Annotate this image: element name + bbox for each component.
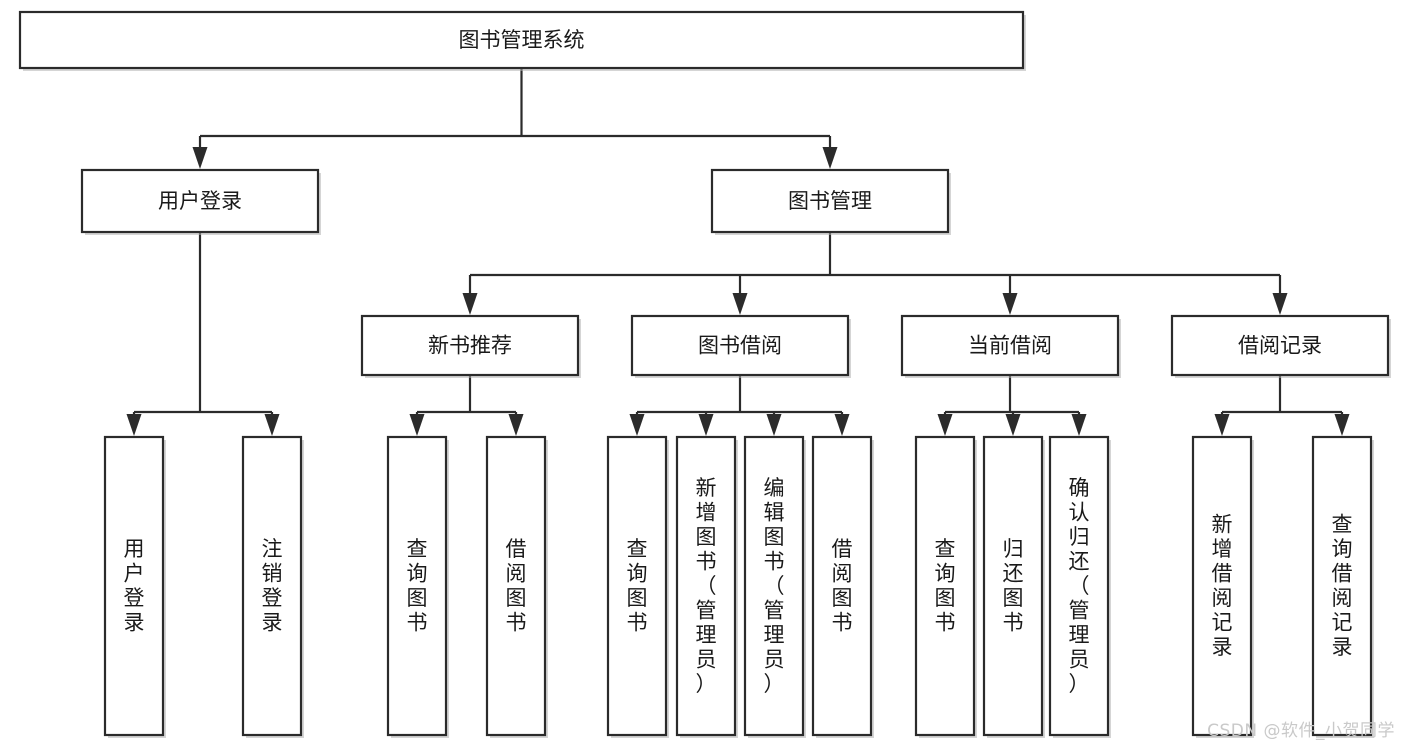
node-rect[interactable] — [360, 314, 580, 377]
arrow-head-icon — [409, 414, 425, 436]
arrow-head-icon — [1334, 414, 1350, 436]
node-label: 新书推荐 — [428, 334, 512, 358]
node-leaf-7[interactable]: 借阅图书 — [811, 435, 874, 738]
node-label: 图书管理 — [788, 189, 872, 213]
node-label: 查询图书 — [407, 537, 428, 635]
node-label: 查询图书 — [935, 537, 956, 635]
node-rect[interactable] — [811, 435, 873, 737]
node-rect[interactable] — [386, 435, 448, 737]
node-label: 图书借阅 — [698, 334, 782, 358]
node-rect[interactable] — [743, 435, 805, 737]
node-leaf-8[interactable]: 查询图书 — [914, 435, 977, 738]
node-label: 借阅图书 — [506, 537, 527, 635]
node-label: 归还图书 — [1003, 537, 1024, 635]
node-rect[interactable] — [1191, 435, 1253, 737]
node-root-图书管理系统[interactable]: 图书管理系统 — [18, 10, 1026, 71]
node-rect[interactable] — [630, 314, 850, 377]
connectors-layer — [126, 68, 1350, 436]
node-level2-1[interactable]: 图书管理 — [710, 168, 951, 235]
arrow-head-icon — [1272, 293, 1288, 315]
node-rect[interactable] — [675, 435, 737, 737]
node-label: 注销登录 — [262, 537, 283, 635]
arrow-head-icon — [462, 293, 478, 315]
node-leaf-10[interactable]: 确认归还（管理员） — [1048, 435, 1111, 738]
node-leaf-11[interactable]: 新增借阅记录 — [1191, 435, 1254, 738]
arrow-head-icon — [508, 414, 524, 436]
node-rect[interactable] — [18, 10, 1025, 70]
arrow-head-icon — [698, 414, 714, 436]
arrow-head-icon — [1071, 414, 1087, 436]
node-level3-3[interactable]: 借阅记录 — [1170, 314, 1391, 378]
arrow-head-icon — [126, 414, 142, 436]
node-rect[interactable] — [900, 314, 1120, 377]
arrow-head-icon — [629, 414, 645, 436]
node-leaf-9[interactable]: 归还图书 — [982, 435, 1045, 738]
arrow-head-icon — [834, 414, 850, 436]
node-rect[interactable] — [103, 435, 165, 737]
node-label: 新增图书（管理员） — [696, 476, 717, 696]
node-label: 查询图书 — [627, 537, 648, 635]
arrow-head-icon — [264, 414, 280, 436]
arrow-head-icon — [1214, 414, 1230, 436]
node-level3-2[interactable]: 当前借阅 — [900, 314, 1121, 378]
node-label: 当前借阅 — [968, 334, 1052, 358]
arrow-head-icon — [192, 147, 208, 169]
node-label: 图书管理系统 — [459, 28, 585, 52]
node-level2-0[interactable]: 用户登录 — [80, 168, 321, 235]
node-leaf-4[interactable]: 查询图书 — [606, 435, 669, 738]
node-leaf-3[interactable]: 借阅图书 — [485, 435, 548, 738]
watermark-label: CSDN @软件_小贺同学 — [1207, 721, 1395, 741]
node-label: 用户登录 — [158, 189, 242, 213]
node-rect[interactable] — [1311, 435, 1373, 737]
node-rect[interactable] — [606, 435, 668, 737]
node-label: 查询借阅记录 — [1332, 513, 1353, 660]
node-label: 用户登录 — [124, 537, 145, 635]
node-leaf-6[interactable]: 编辑图书（管理员） — [743, 435, 806, 738]
arrow-head-icon — [1005, 414, 1021, 436]
node-rect[interactable] — [914, 435, 976, 737]
arrow-head-icon — [1002, 293, 1018, 315]
node-label: 借阅记录 — [1238, 334, 1322, 358]
node-leaf-0[interactable]: 用户登录 — [103, 435, 166, 738]
node-level3-0[interactable]: 新书推荐 — [360, 314, 581, 378]
arrow-head-icon — [766, 414, 782, 436]
node-rect[interactable] — [710, 168, 950, 234]
node-label: 新增借阅记录 — [1212, 513, 1233, 660]
node-leaf-2[interactable]: 查询图书 — [386, 435, 449, 738]
nodes-layer: 图书管理系统用户登录图书管理新书推荐图书借阅当前借阅借阅记录用户登录注销登录查询… — [18, 10, 1391, 738]
node-rect[interactable] — [1048, 435, 1110, 737]
node-rect[interactable] — [485, 435, 547, 737]
node-level3-1[interactable]: 图书借阅 — [630, 314, 851, 378]
node-rect[interactable] — [80, 168, 320, 234]
arrow-head-icon — [732, 293, 748, 315]
arrow-head-icon — [822, 147, 838, 169]
node-rect[interactable] — [982, 435, 1044, 737]
node-leaf-5[interactable]: 新增图书（管理员） — [675, 435, 738, 738]
arrow-head-icon — [937, 414, 953, 436]
node-rect[interactable] — [241, 435, 303, 737]
node-rect[interactable] — [1170, 314, 1390, 377]
node-leaf-12[interactable]: 查询借阅记录 — [1311, 435, 1374, 738]
node-label: 确认归还（管理员） — [1069, 476, 1090, 696]
node-leaf-1[interactable]: 注销登录 — [241, 435, 304, 738]
node-label: 编辑图书（管理员） — [764, 476, 785, 696]
node-label: 借阅图书 — [832, 537, 853, 635]
